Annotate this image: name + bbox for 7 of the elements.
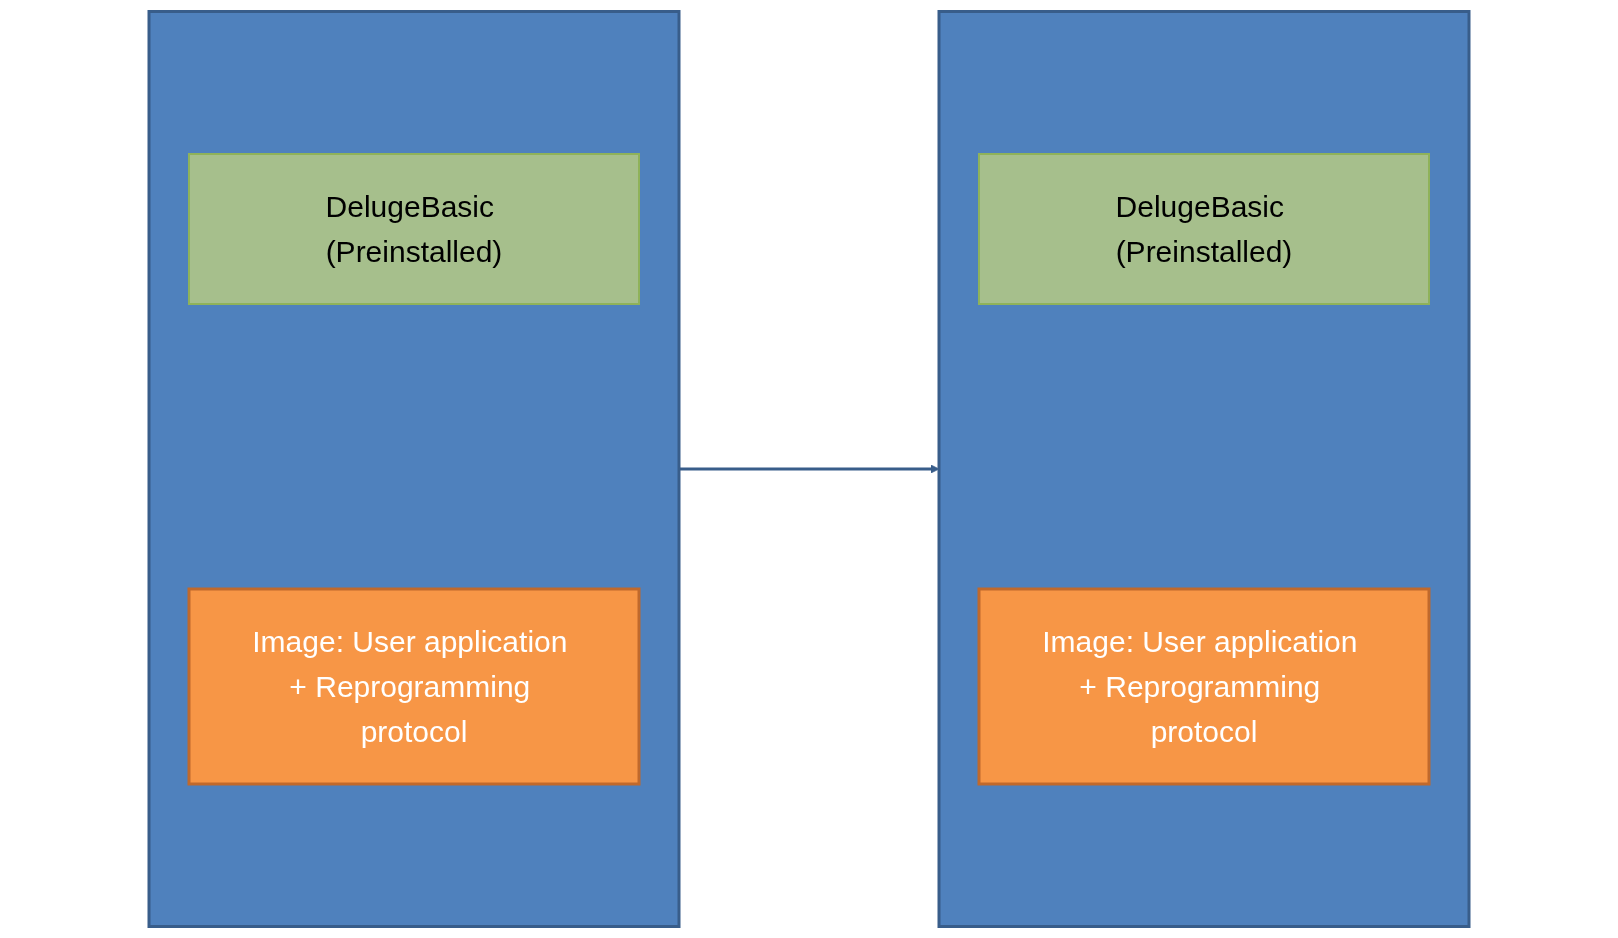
node-box: DelugeBasic (Preinstalled)	[978, 153, 1430, 305]
node-box: Image: User application + Reprogramming protocol	[187, 587, 641, 786]
cluster	[147, 10, 681, 928]
node-box: DelugeBasic (Preinstalled)	[188, 153, 640, 305]
node-box: Image: User application + Reprogramming protocol	[977, 587, 1431, 786]
arrow	[679, 464, 940, 474]
cluster	[937, 10, 1471, 928]
